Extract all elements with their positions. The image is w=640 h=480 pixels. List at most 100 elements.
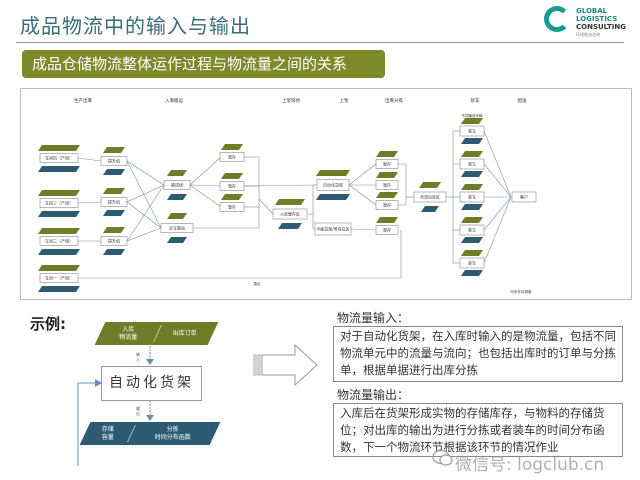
- flow-line: [77, 157, 102, 162]
- flow-line: [126, 160, 165, 186]
- output-storage-capacity: 存储 容量: [101, 425, 114, 441]
- direct-line-label: 直出: [254, 281, 262, 286]
- flow-line: [243, 184, 318, 187]
- buffer-input-para: [221, 144, 243, 150]
- loading-input-para: [461, 118, 483, 124]
- outbound-buffer-box: [375, 180, 399, 190]
- outbound-buffer-label: 暂存: [383, 182, 391, 188]
- buffer-label: 暂存: [228, 154, 236, 160]
- flow-line: [126, 184, 165, 203]
- output-arrow-label: 输出: [136, 406, 140, 416]
- inbound-area-output-para: [278, 223, 302, 229]
- merge-output-para: [421, 206, 439, 212]
- outbound-buffer-input-para: [376, 172, 398, 178]
- flow-line: [483, 130, 512, 198]
- flow-line: [312, 214, 315, 230]
- auto-rack-label: 自动化货架: [323, 182, 343, 188]
- flow-line: [348, 184, 377, 206]
- right-arrow-icon: [253, 343, 318, 387]
- flow-line: [189, 184, 222, 187]
- flow-diagram-svg: 生产出库入库搬运上架等待上架出库分拣装车配送车间四（产线）车间三（产线）车间二（…: [38, 97, 537, 294]
- flow-line: [483, 163, 512, 198]
- stage-header: 入库搬运: [165, 97, 183, 104]
- stage-header: 配送: [518, 97, 527, 104]
- workshop-output-para: [38, 286, 80, 292]
- feedback-arrow: [77, 379, 102, 466]
- lift-output-para: [103, 210, 125, 216]
- conveyor-label: 输送线: [171, 182, 183, 188]
- loading-output-para: [461, 171, 483, 177]
- watermark: 微信号: logclub.cn: [455, 455, 605, 475]
- merge-input-para: [419, 182, 441, 188]
- input-parallelogram: 入库 物流量 出库订单: [94, 322, 219, 345]
- flow-line: [258, 198, 274, 215]
- workshop-input-para: [38, 228, 80, 234]
- workshop-input-para: [38, 190, 80, 196]
- inbound-area-input-para: [275, 199, 305, 205]
- input-arrow: [146, 346, 154, 365]
- logo-line2: LOGISTICS: [576, 15, 618, 23]
- conveyor-input-para: [167, 170, 187, 176]
- workshop-label: 车间三（产线）: [45, 200, 73, 206]
- buffer-label: 暂存: [228, 204, 236, 210]
- loading-input-para: [461, 217, 483, 223]
- lift-output-para: [103, 169, 125, 175]
- lift-label: 提升机: [108, 158, 120, 164]
- forklift-input-para: [167, 213, 187, 219]
- outbound-buffer-label: 暂存: [383, 161, 391, 167]
- outbound-buffer-input-para: [376, 151, 398, 157]
- lift-output-para: [103, 249, 125, 255]
- lift-label: 提升机: [108, 238, 120, 244]
- stage-header: 装车: [471, 97, 480, 104]
- flow-line: [483, 196, 512, 264]
- auto-rack-input-para: [316, 170, 350, 176]
- auto-rack-output-para: [316, 194, 350, 200]
- stage-header: 生产出库: [74, 97, 92, 104]
- forklift-output-para: [167, 237, 187, 243]
- logo-sub: 环球物流咨询: [576, 32, 600, 37]
- input-arrow-label: 输入: [136, 352, 140, 362]
- loading-label: 装车: [468, 194, 476, 200]
- lift-input-para: [103, 227, 125, 233]
- workshop-input-para: [38, 265, 80, 271]
- flow-line: [189, 184, 222, 208]
- lift-input-para: [103, 147, 125, 153]
- flow-line: [126, 227, 162, 242]
- flow-line: [348, 163, 377, 186]
- loading-output-para: [461, 270, 483, 276]
- example-label: 示例:: [30, 315, 66, 333]
- loading-input-para: [461, 250, 483, 256]
- input-outbound-orders: 出库订单: [172, 329, 197, 337]
- logo-g-icon: [544, 6, 570, 32]
- flow-line: [307, 184, 317, 215]
- loading-label: 装车: [468, 227, 476, 233]
- loading-input-para: [461, 151, 483, 157]
- outbound-buffer-input-para: [376, 217, 398, 223]
- output-text-box: 入库后在货架形成实物的存储库存，与物料的存储货位；对出库的输出为进行分拣或者装车…: [333, 403, 623, 457]
- top-note: 不同输送车辆: [462, 113, 483, 118]
- section-banner: 成品仓储物流整体运作过程与物流量之间的关系: [22, 50, 385, 78]
- loading-output-para: [461, 138, 483, 144]
- workshop-label: 车间四（产线）: [45, 155, 73, 161]
- page-title: 成品物流中的输入与输出: [20, 14, 251, 38]
- input-text-box: 对于自动化货架，在入库时输入的是物流量，包括不同物流单元中的流量与流向；也包括出…: [333, 326, 623, 382]
- logo-line3: CONSULTING: [576, 23, 626, 31]
- loading-label: 装车: [468, 128, 476, 134]
- output-picking-distribution: 分拣 时间分布函数: [154, 425, 191, 441]
- buffer-label: 暂存: [228, 183, 236, 189]
- merge-area-label: 合流出库区: [420, 194, 440, 200]
- flat-rack-label: 平面货架/堆垛货区: [316, 226, 349, 232]
- workshop-label: 车间二（产线）: [45, 238, 73, 244]
- flow-line: [77, 201, 102, 204]
- loading-input-para: [461, 184, 483, 190]
- lift-input-para: [103, 188, 125, 194]
- output-parallelogram: 存储 容量 分拣 时间分布函数: [79, 422, 221, 445]
- outbound-buffer-label: 暂存: [383, 227, 391, 233]
- wechat-icon: [432, 449, 453, 466]
- flow-line: [483, 196, 512, 231]
- workshop-label: 车间一（产线）: [45, 275, 73, 281]
- buffer-input-para: [221, 173, 243, 179]
- logo-line1: GLOBAL: [576, 7, 608, 15]
